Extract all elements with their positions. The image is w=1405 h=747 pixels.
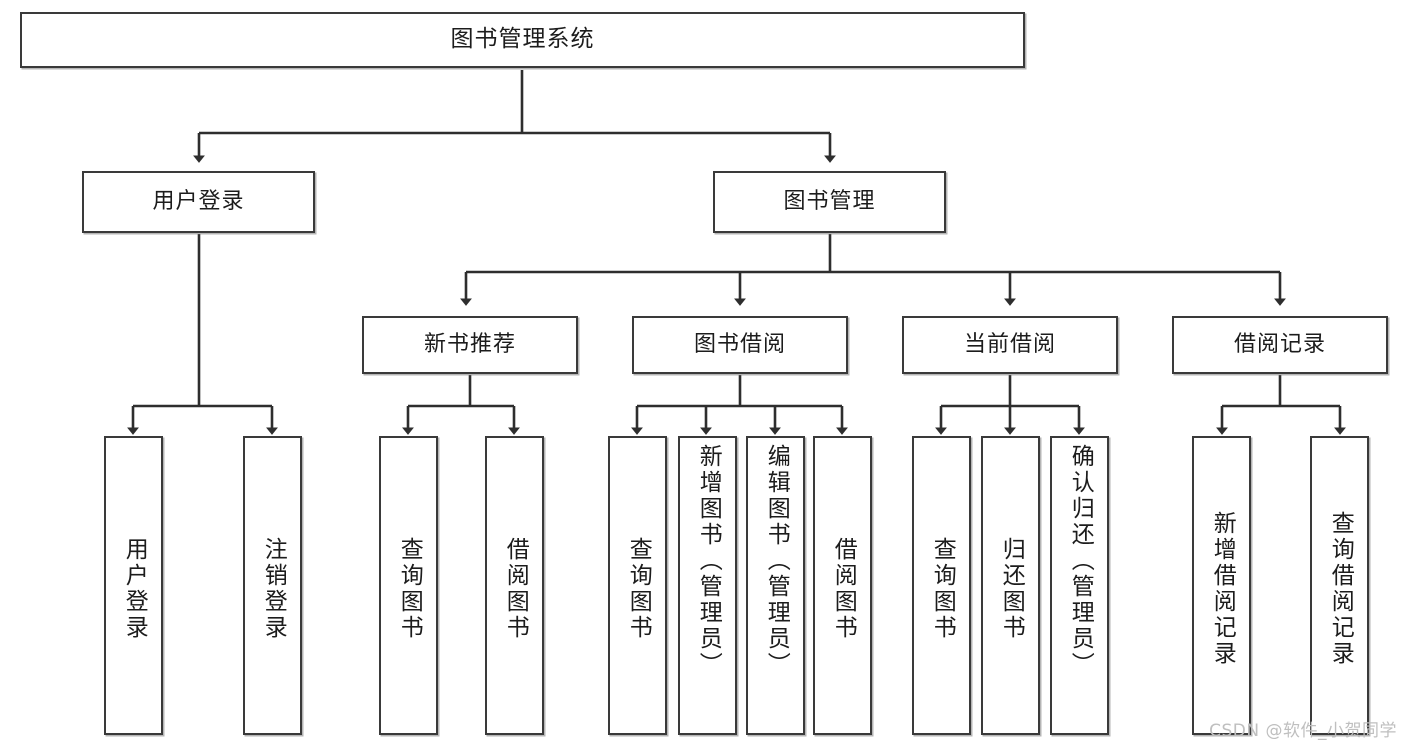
leaf-new-book-query[interactable]: 查询图书 (379, 436, 438, 735)
node-root-system[interactable]: 图书管理系统 (20, 12, 1025, 68)
watermark: CSDN @软件_小贺同学 (1209, 721, 1397, 741)
node-book-management[interactable]: 图书管理 (713, 171, 946, 233)
leaf-user-login-login[interactable]: 用户登录 (104, 436, 163, 735)
node-borrow-record[interactable]: 借阅记录 (1172, 316, 1388, 374)
node-label: 用户登录 (152, 188, 245, 214)
node-label: 查询图书 (396, 536, 423, 641)
node-new-book-recommend[interactable]: 新书推荐 (362, 316, 578, 374)
node-label: 图书管理系统 (450, 26, 595, 53)
node-label: 借阅图书 (830, 536, 857, 641)
node-label: 确认归还（管理员） (1067, 444, 1094, 678)
leaf-borrow-record-query[interactable]: 查询借阅记录 (1310, 436, 1369, 735)
node-label: 查询借阅记录 (1327, 510, 1354, 667)
leaf-current-borrow-confirm-return[interactable]: 确认归还（管理员） (1050, 436, 1109, 735)
leaf-borrow-record-add[interactable]: 新增借阅记录 (1192, 436, 1251, 735)
leaf-new-book-borrow[interactable]: 借阅图书 (485, 436, 544, 735)
node-book-borrow[interactable]: 图书借阅 (632, 316, 848, 374)
node-user-login[interactable]: 用户登录 (82, 171, 315, 233)
leaf-current-borrow-return[interactable]: 归还图书 (981, 436, 1040, 735)
leaf-current-borrow-query[interactable]: 查询图书 (912, 436, 971, 735)
node-label: 归还图书 (998, 536, 1025, 641)
leaf-book-borrow-add[interactable]: 新增图书（管理员） (678, 436, 737, 735)
node-current-borrow[interactable]: 当前借阅 (902, 316, 1118, 374)
leaf-book-borrow-borrow[interactable]: 借阅图书 (813, 436, 872, 735)
node-label: 借阅记录 (1233, 331, 1326, 357)
node-label: 图书管理 (783, 188, 876, 214)
node-label: 编辑图书（管理员） (763, 444, 790, 678)
node-label: 借阅图书 (502, 536, 529, 641)
node-label: 新增借阅记录 (1209, 510, 1236, 667)
node-label: 图书借阅 (693, 331, 786, 357)
leaf-book-borrow-edit[interactable]: 编辑图书（管理员） (746, 436, 805, 735)
node-label: 查询图书 (625, 536, 652, 641)
node-label: 当前借阅 (963, 331, 1056, 357)
node-label: 新书推荐 (423, 331, 516, 357)
node-label: 注销登录 (260, 536, 287, 641)
leaf-user-login-logout[interactable]: 注销登录 (243, 436, 302, 735)
node-label: 用户登录 (121, 536, 148, 641)
node-label: 新增图书（管理员） (695, 444, 722, 678)
node-label: 查询图书 (929, 536, 956, 641)
leaf-book-borrow-query[interactable]: 查询图书 (608, 436, 667, 735)
